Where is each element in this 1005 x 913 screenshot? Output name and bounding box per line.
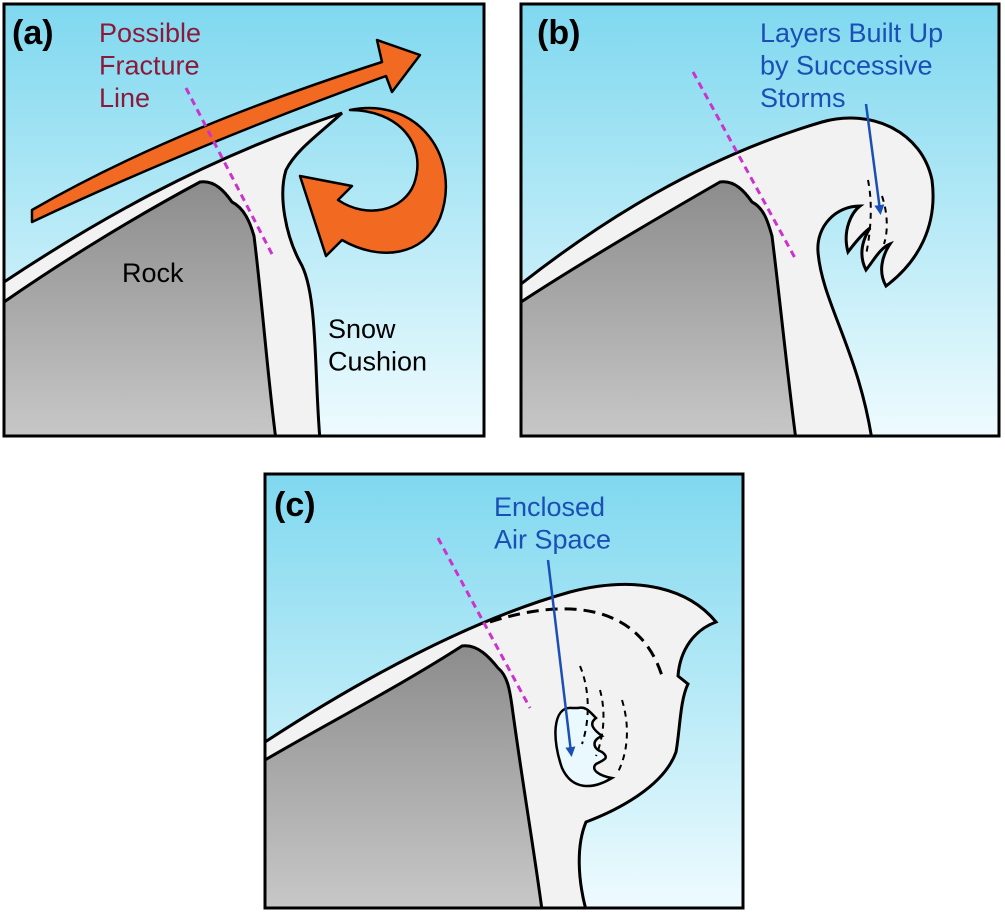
wind-arrow-straight [30,38,422,224]
rock [521,180,797,436]
text-line: Line [99,83,150,113]
storm-layer-line [865,179,872,256]
text-line: Snow [328,314,396,344]
fracture-line [436,537,532,709]
text-line: Fracture [99,50,200,80]
storm-layer-line [617,699,628,773]
text-line: Enclosed [494,492,605,522]
text-line: Storms [760,83,846,113]
panel-b-label: (b) [537,14,580,52]
storm-layer-line [579,665,589,745]
rock [4,180,277,436]
fracture-line [184,87,276,259]
text-line: Possible [99,18,201,48]
layers-pointer-arrow [864,103,885,215]
panel-c-label: (c) [274,486,316,524]
storm-layer-line [489,607,664,677]
air-pointer-arrow [546,559,576,757]
wind-arrow-curl [298,106,448,258]
text-line: Air Space [494,524,611,554]
storm-layer-line [881,195,888,245]
panel-a-label: (a) [12,14,54,52]
rock-label: Rock [122,258,184,288]
text-line: Layers Built Up [760,18,943,48]
text-line: by Successive [760,50,933,80]
text-line: Cushion [328,346,427,376]
storm-layer-line [595,689,605,757]
air-space [554,706,616,788]
rock [265,644,544,908]
